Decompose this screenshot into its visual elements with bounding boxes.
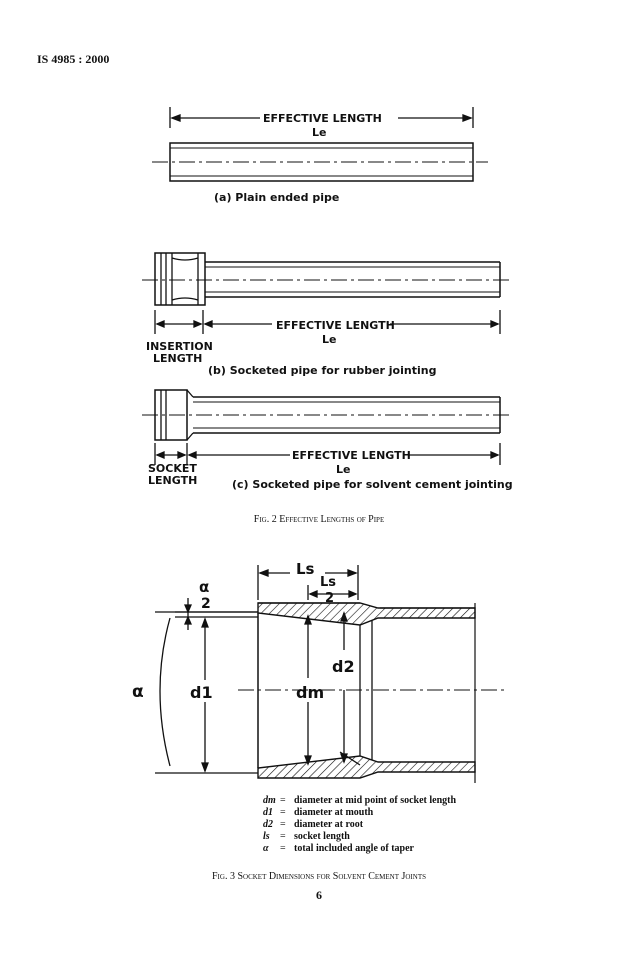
fig2b-left-label-1: INSERTION	[146, 340, 213, 353]
fig3-alpha-half-num: α	[199, 578, 209, 596]
legend-symbol: d2	[263, 819, 273, 830]
fig2a-symbol: Le	[312, 126, 326, 139]
legend-sep: =	[280, 831, 286, 842]
fig3-alpha-label: α	[132, 682, 144, 702]
fig3-dm-label: dm	[296, 683, 324, 702]
fig3-d1-label: d1	[190, 683, 213, 702]
legend-text: diameter at root	[294, 819, 364, 830]
legend-text: total included angle of taper	[294, 843, 415, 854]
legend-symbol: ls	[263, 831, 270, 842]
standard-number: IS 4985 : 2000	[37, 52, 110, 66]
fig3-d2-label: d2	[332, 657, 355, 676]
fig2-caption: Fig. 2 Effective Lengths of Pipe	[254, 514, 384, 525]
fig2b-caption: (b) Socketed pipe for rubber jointing	[208, 364, 436, 377]
fig2b-symbol: Le	[322, 333, 336, 346]
fig2a-dim-label: EFFECTIVE LENGTH	[263, 112, 382, 125]
fig2a-caption: (a) Plain ended pipe	[214, 191, 339, 204]
fig3-ls-half-den: 2	[325, 591, 334, 606]
legend-sep: =	[280, 795, 286, 806]
legend-symbol: α	[263, 843, 269, 854]
fig3-alpha-half-den: 2	[201, 596, 211, 612]
legend-sep: =	[280, 819, 286, 830]
legend-symbol: dm	[263, 795, 276, 806]
legend-sep: =	[280, 807, 286, 818]
page-number: 6	[316, 888, 322, 902]
fig2c-caption: (c) Socketed pipe for solvent cement joi…	[232, 478, 513, 491]
fig2c-left-label-2: LENGTH	[148, 474, 197, 487]
fig3-ls-half-num: Ls	[320, 575, 336, 590]
fig2b-dim-label: EFFECTIVE LENGTH	[276, 319, 395, 332]
fig2b-left-label-2: LENGTH	[153, 352, 202, 365]
legend-text: diameter at mid point of socket length	[294, 795, 456, 806]
fig3-legend: dm = diameter at mid point of socket len…	[263, 795, 456, 854]
legend-text: diameter at mouth	[294, 807, 374, 818]
fig2c-socketed-solvent-pipe	[142, 389, 512, 465]
legend-symbol: d1	[263, 807, 273, 818]
fig2a-plain-pipe	[152, 107, 488, 182]
fig2c-dim-label: EFFECTIVE LENGTH	[292, 449, 411, 462]
fig3-caption: Fig. 3 Socket Dimensions for Solvent Cem…	[212, 871, 426, 882]
fig2c-symbol: Le	[336, 463, 350, 476]
fig3-socket-section	[155, 565, 505, 783]
legend-text: socket length	[294, 831, 350, 842]
legend-sep: =	[280, 843, 286, 854]
fig2b-socketed-rubber-pipe	[142, 252, 512, 334]
fig2c-left-label-1: SOCKET	[148, 462, 197, 475]
fig3-ls-label: Ls	[296, 560, 315, 578]
